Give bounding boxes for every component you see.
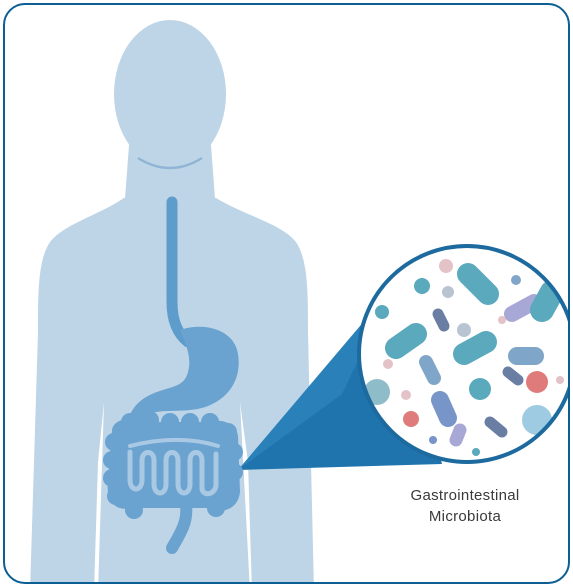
microbe-icon bbox=[490, 422, 502, 432]
microbe-icon bbox=[498, 316, 506, 324]
microbe-icon bbox=[440, 400, 448, 418]
microbe-icon bbox=[526, 371, 548, 393]
microbe-icon bbox=[472, 448, 480, 456]
microbe-icon bbox=[396, 334, 416, 348]
microbe-icon bbox=[383, 359, 393, 369]
microbe-icon bbox=[426, 362, 434, 378]
microbe-icon bbox=[438, 314, 444, 326]
microbe-icon bbox=[511, 275, 521, 285]
microbe-icon bbox=[401, 390, 411, 400]
microbe-icon bbox=[508, 372, 518, 380]
caption-line-2: Microbiota bbox=[385, 506, 545, 527]
figure-frame: Gastrointestinal Microbiota bbox=[3, 3, 570, 584]
microbiota-magnifier-icon bbox=[359, 246, 570, 462]
microbe-icon bbox=[403, 411, 419, 427]
caption-line-1: Gastrointestinal bbox=[385, 485, 545, 506]
microbe-icon bbox=[468, 274, 488, 294]
microbe-icon bbox=[464, 342, 486, 354]
microbe-icon bbox=[414, 278, 430, 294]
microbe-icon bbox=[542, 292, 552, 310]
microbe-icon bbox=[442, 286, 454, 298]
microbe-icon bbox=[375, 305, 389, 319]
microbe-icon bbox=[439, 259, 453, 273]
microbe-icon bbox=[457, 323, 471, 337]
microbe-icon bbox=[429, 436, 437, 444]
microbe-icon bbox=[456, 430, 460, 440]
microbiota-caption: Gastrointestinal Microbiota bbox=[385, 485, 545, 527]
microbe-icon bbox=[522, 405, 552, 435]
microbe-icon bbox=[556, 376, 564, 384]
microbe-icon bbox=[469, 378, 491, 400]
